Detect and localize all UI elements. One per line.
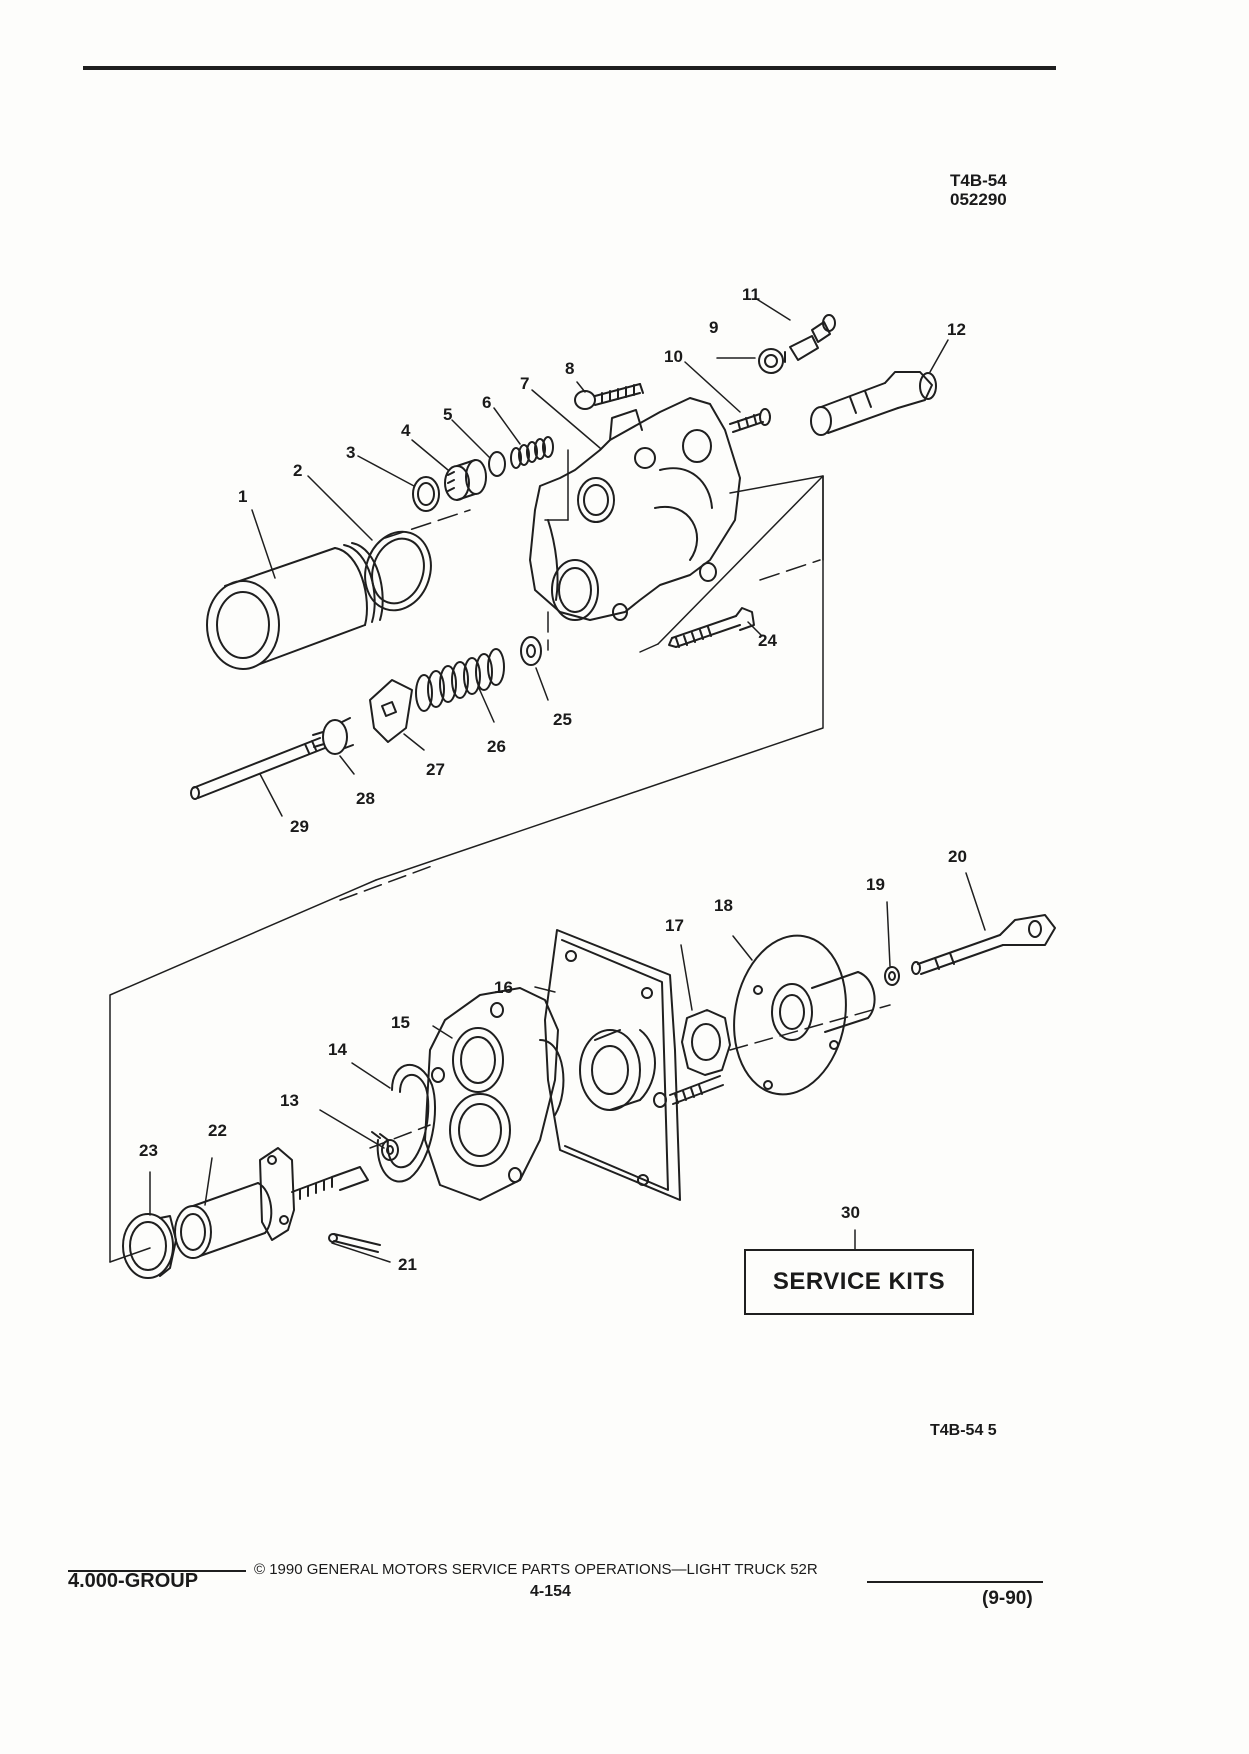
footer-page-number: 4-154 bbox=[530, 1583, 571, 1600]
callout-29: 29 bbox=[290, 817, 309, 836]
callout-28: 28 bbox=[356, 789, 375, 808]
callout-14: 14 bbox=[328, 1040, 347, 1059]
footer-rule-left bbox=[68, 1570, 246, 1572]
callout-19: 19 bbox=[866, 875, 885, 894]
part-9-washer bbox=[758, 348, 784, 374]
part-7-housing bbox=[529, 397, 741, 621]
part-16-boss bbox=[579, 1029, 667, 1111]
callout-7: 7 bbox=[520, 374, 529, 393]
callout-18: 18 bbox=[714, 896, 733, 915]
lower-centerlines bbox=[339, 865, 891, 1149]
callout-21: 21 bbox=[398, 1255, 417, 1274]
part-24-bolt bbox=[668, 607, 755, 648]
part-13-washer bbox=[381, 1139, 399, 1161]
part-14-snap-ring bbox=[371, 1064, 437, 1183]
reference-code-line-1: T4B-54 bbox=[950, 171, 1007, 190]
service-kits-label: SERVICE KITS bbox=[772, 1268, 946, 1295]
callout-5: 5 bbox=[443, 405, 452, 424]
callout-20: 20 bbox=[948, 847, 967, 866]
part-17-stud bbox=[669, 1075, 724, 1105]
part-11-fitting bbox=[784, 314, 836, 363]
callout-3: 3 bbox=[346, 443, 355, 462]
callout-25: 25 bbox=[553, 710, 572, 729]
callout-15: 15 bbox=[391, 1013, 410, 1032]
part-21-bracket bbox=[259, 1147, 381, 1253]
part-15-housing bbox=[424, 987, 565, 1201]
callout-12: 12 bbox=[947, 320, 966, 339]
callout-30: 30 bbox=[841, 1203, 860, 1222]
part-17-nut bbox=[681, 1009, 731, 1076]
callout-2: 2 bbox=[293, 461, 302, 480]
service-kits-box: SERVICE KITS bbox=[744, 1249, 974, 1315]
footer-copyright: © 1990 GENERAL MOTORS SERVICE PARTS OPER… bbox=[254, 1561, 818, 1578]
part-1-sleeve bbox=[206, 542, 384, 670]
footer-group: 4.000-GROUP bbox=[68, 1570, 199, 1592]
callout-24: 24 bbox=[758, 631, 777, 650]
part-20-push-rod bbox=[911, 914, 1056, 975]
part-12-shaft bbox=[810, 371, 937, 436]
part-16-plate bbox=[544, 929, 681, 1201]
callout-13: 13 bbox=[280, 1091, 299, 1110]
callout-17: 17 bbox=[665, 916, 684, 935]
part-4-valve bbox=[444, 459, 487, 501]
callout-11: 11 bbox=[742, 285, 760, 304]
part-2-o-ring bbox=[364, 530, 432, 612]
callout-22: 22 bbox=[208, 1121, 227, 1140]
callout-27: 27 bbox=[426, 760, 445, 779]
callout-23: 23 bbox=[139, 1141, 158, 1160]
part-25-washer bbox=[520, 636, 542, 666]
reference-code: T4B-54 052290 bbox=[950, 171, 1007, 209]
part-29-rod bbox=[190, 737, 326, 800]
part-22-cup bbox=[174, 1182, 273, 1259]
callout-16: 16 bbox=[494, 978, 513, 997]
callout-4: 4 bbox=[401, 421, 411, 440]
callout-10: 10 bbox=[664, 347, 683, 366]
callout-26: 26 bbox=[487, 737, 506, 756]
part-6-spring bbox=[510, 436, 554, 469]
figure-code: T4B-54 5 bbox=[930, 1422, 997, 1439]
part-27-plate bbox=[369, 679, 413, 743]
part-19-washer bbox=[884, 966, 900, 986]
leader-lines bbox=[149, 297, 986, 1263]
part-23-seal bbox=[122, 1213, 177, 1279]
part-10-stud bbox=[729, 408, 771, 433]
part-8-bolt bbox=[574, 383, 644, 410]
callout-9: 9 bbox=[709, 318, 718, 337]
reference-code-line-2: 052290 bbox=[950, 190, 1007, 209]
callout-6: 6 bbox=[482, 393, 491, 412]
callout-8: 8 bbox=[565, 359, 574, 378]
callout-1: 1 bbox=[238, 487, 247, 506]
top-rule bbox=[83, 66, 1056, 70]
part-18-diaphragm bbox=[733, 934, 876, 1096]
footer-rule-right bbox=[867, 1581, 1043, 1583]
footer-date: (9-90) bbox=[982, 1588, 1033, 1609]
part-28-retainer bbox=[312, 717, 354, 755]
upper-centerlines bbox=[384, 509, 821, 651]
frame-lines bbox=[109, 449, 824, 1263]
part-5-ring bbox=[488, 451, 506, 477]
part-26-spring bbox=[415, 648, 505, 712]
part-3-ring bbox=[412, 476, 440, 512]
